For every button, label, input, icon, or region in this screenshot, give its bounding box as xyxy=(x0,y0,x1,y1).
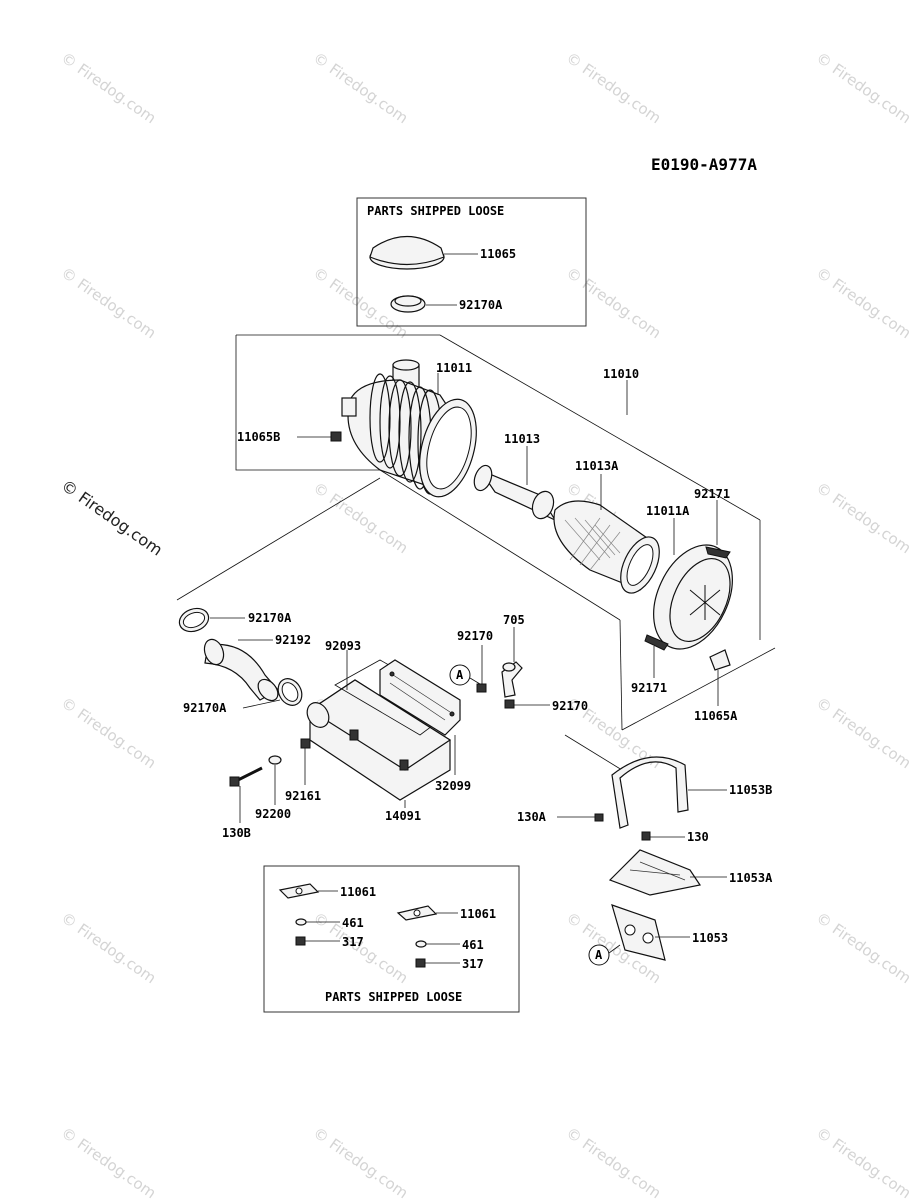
callout-a-muffler: A xyxy=(449,664,471,686)
part-number-92161: 92161 xyxy=(285,789,321,803)
cap-11065 xyxy=(369,236,445,270)
flange-gasket-11061-b xyxy=(396,905,438,921)
loose-parts-label-top: PARTS SHIPPED LOOSE xyxy=(367,204,504,218)
washer-92200 xyxy=(268,755,282,765)
nut-130 xyxy=(641,831,651,841)
washer-461-a xyxy=(295,918,307,926)
bracket-11053a xyxy=(608,849,701,896)
part-number-92170a-low: 92170A xyxy=(183,701,227,715)
part-number-11053: 11053 xyxy=(692,931,728,945)
part-number-705: 705 xyxy=(503,613,525,627)
watermark: © Firedog.com xyxy=(563,49,665,128)
part-number-92170a-top: 92170A xyxy=(459,298,503,312)
watermark: © Firedog.com xyxy=(310,1124,412,1200)
watermark: © Firedog.com xyxy=(310,49,412,128)
part-number-130a: 130A xyxy=(517,810,547,824)
part-number-317-b: 317 xyxy=(462,957,484,971)
bolt-130a xyxy=(594,813,604,822)
safety-element-11013 xyxy=(473,464,557,522)
clamp-92170a-low xyxy=(277,678,303,706)
watermark: © Firedog.com xyxy=(310,479,412,558)
svg-text:A: A xyxy=(456,668,464,682)
diagram-code: E0190-A977A xyxy=(651,155,757,174)
clamp-92170a-mid xyxy=(178,607,210,633)
loose-parts-label-bottom: PARTS SHIPPED LOOSE xyxy=(325,990,462,1004)
part-number-92192: 92192 xyxy=(275,633,311,647)
part-number-11065: 11065 xyxy=(480,247,516,261)
part-number-130b: 130B xyxy=(222,826,251,840)
watermark: © Firedog.com xyxy=(563,264,665,343)
watermark-dark: © Firedog.com xyxy=(58,476,166,560)
flange-gasket-11061-a xyxy=(278,883,320,899)
valve-11065a xyxy=(709,649,731,671)
washer-461-b xyxy=(415,940,427,948)
nut-92161 xyxy=(300,738,311,749)
muffler-14091 xyxy=(306,679,452,801)
cover-32099 xyxy=(379,659,461,736)
part-number-11010: 11010 xyxy=(603,367,639,381)
loose-parts-box-bottom xyxy=(263,865,520,1013)
plate-11053 xyxy=(611,904,666,961)
part-number-14091: 14091 xyxy=(385,809,421,823)
end-cap-11011a xyxy=(653,544,733,650)
watermark: © Firedog.com xyxy=(58,909,160,988)
part-number-92170-a: 92170 xyxy=(457,629,493,643)
part-number-11013: 11013 xyxy=(504,432,540,446)
svg-text:A: A xyxy=(595,948,603,962)
valve-11065b xyxy=(330,431,342,442)
nut-317-b xyxy=(415,958,426,968)
watermark: © Firedog.com xyxy=(813,264,915,343)
part-number-11053a: 11053A xyxy=(729,871,773,885)
nut-317-a xyxy=(295,936,306,946)
part-number-11065b: 11065B xyxy=(237,430,280,444)
watermark: © Firedog.com xyxy=(813,49,915,128)
callout-a-bracket: A xyxy=(588,944,610,966)
part-number-92200: 92200 xyxy=(255,807,291,821)
part-number-92171-top: 92171 xyxy=(694,487,730,501)
part-number-461-b: 461 xyxy=(462,938,484,952)
watermark: © Firedog.com xyxy=(813,479,915,558)
watermark: © Firedog.com xyxy=(58,1124,160,1200)
watermark: © Firedog.com xyxy=(563,1124,665,1200)
nut-92170-a xyxy=(476,683,487,693)
fitting-705 xyxy=(501,661,523,698)
part-number-317-a: 317 xyxy=(342,935,364,949)
clip-92171-bottom xyxy=(644,634,669,651)
part-number-11053b: 11053B xyxy=(729,783,772,797)
assembly-outline xyxy=(235,335,390,471)
part-number-11011: 11011 xyxy=(436,361,472,375)
part-number-92171-bottom: 92171 xyxy=(631,681,667,695)
part-number-32099: 32099 xyxy=(435,779,471,793)
clip-92171-top xyxy=(705,546,731,559)
watermark: © Firedog.com xyxy=(58,694,160,773)
air-cleaner-housing-11011 xyxy=(341,359,477,498)
watermark: © Firedog.com xyxy=(813,694,915,773)
part-number-11065a: 11065A xyxy=(694,709,738,723)
part-number-11061-b: 11061 xyxy=(460,907,496,921)
part-number-11013a: 11013A xyxy=(575,459,619,473)
part-number-92170-b: 92170 xyxy=(552,699,588,713)
watermark: © Firedog.com xyxy=(58,264,160,343)
watermark: © Firedog.com xyxy=(813,909,915,988)
nut-92170-b xyxy=(504,699,515,709)
part-number-130: 130 xyxy=(687,830,709,844)
part-number-11011a: 11011A xyxy=(646,504,690,518)
loose-parts-box-top xyxy=(356,197,587,327)
watermark: © Firedog.com xyxy=(58,49,160,128)
watermark: © Firedog.com xyxy=(813,1124,915,1200)
part-number-461-a: 461 xyxy=(342,916,364,930)
primary-element-11013a xyxy=(553,500,660,594)
part-number-11061-a: 11061 xyxy=(340,885,376,899)
clamp-92170a-top xyxy=(390,295,426,313)
part-number-92170a-mid: 92170A xyxy=(248,611,292,625)
part-number-92093: 92093 xyxy=(325,639,361,653)
hose-92192 xyxy=(203,638,279,702)
strap-11053b xyxy=(611,756,689,829)
bolt-130b xyxy=(229,766,263,787)
